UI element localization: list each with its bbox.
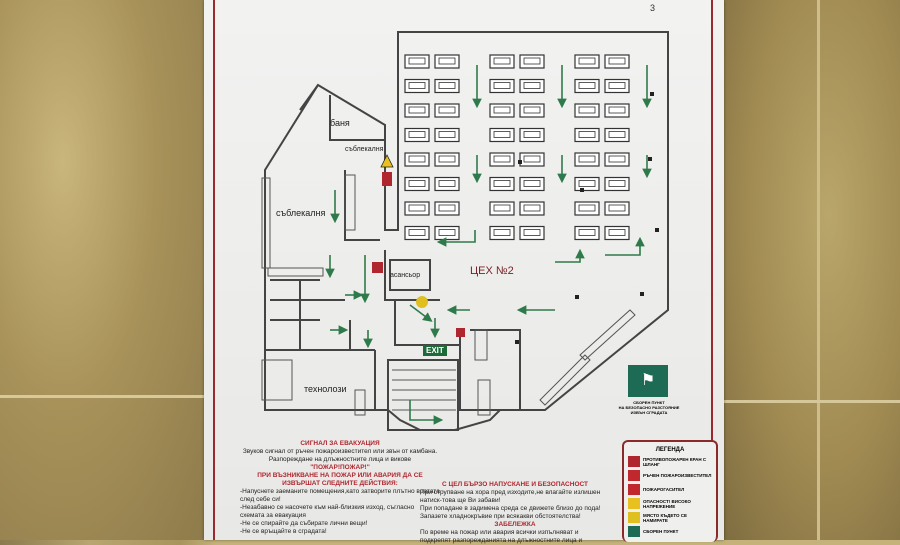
desk <box>574 78 600 94</box>
legend-swatch-icon <box>628 512 640 523</box>
legend-label: ПОЖАРОГАСИТЕЛ <box>643 487 685 492</box>
exit-sign: EXIT <box>423 345 447 356</box>
room-changing-2: съблекалня <box>276 208 326 218</box>
legend-label: РЪЧЕН ПОЖАРОИЗВЕСТИТЕЛ <box>643 473 712 478</box>
stone-wall-left <box>0 0 210 540</box>
desk <box>519 103 545 118</box>
legend-label: ПРОТИВОПОЖАРЕН КРАН С ШЛАНГ <box>643 456 707 467</box>
desk <box>574 176 600 192</box>
legend-swatch-icon <box>628 498 640 509</box>
desk <box>604 127 630 143</box>
desk <box>519 225 545 241</box>
desk <box>574 54 600 69</box>
legend-item: МЯСТО КЪДЕТО СЕ НАМИРАТЕ <box>628 512 712 523</box>
you-are-here-icon <box>416 296 428 308</box>
stone-wall-right <box>722 0 900 540</box>
desk <box>519 152 545 167</box>
desk <box>604 201 630 216</box>
desk <box>519 201 545 216</box>
desk <box>604 176 630 192</box>
room-changing-1: съблекалня <box>345 146 384 153</box>
compass-label: 3 <box>650 3 656 13</box>
room-bathroom: баня <box>330 118 350 128</box>
evacuation-arrow <box>409 304 433 322</box>
desk <box>519 127 545 143</box>
legend-swatch-icon <box>628 456 640 467</box>
desk <box>574 152 600 167</box>
evacuation-arrow <box>436 230 476 247</box>
evacuation-arrow <box>605 236 645 256</box>
evacuation-arrow <box>409 400 444 425</box>
evacuation-arrows <box>325 65 652 425</box>
legend-label: ОПАСНОСТ! ВИСОКО НАПРЕЖЕНИЕ <box>643 498 691 509</box>
desk <box>604 225 630 241</box>
desk <box>574 103 600 118</box>
desk <box>604 103 630 118</box>
room-workshop: ЦЕХ №2 <box>470 265 514 277</box>
legend-item: РЪЧЕН ПОЖАРОИЗВЕСТИТЕЛ <box>628 470 712 481</box>
legend-label: СБОРЕН ПУНКТ <box>643 529 679 534</box>
signal-section: СИГНАЛ ЗА ЕВАКУАЦИЯ Звуков сигнал от ръч… <box>240 440 440 535</box>
desk <box>574 225 600 241</box>
legend-swatch-icon <box>628 484 640 495</box>
markers <box>515 92 659 344</box>
legend-item: СБОРЕН ПУНКТ <box>628 526 712 537</box>
legend-item: ПОЖАРОГАСИТЕЛ <box>628 484 712 495</box>
desk-grid <box>404 54 630 241</box>
room-technologists: технолози <box>304 384 347 394</box>
desk <box>604 78 630 94</box>
evacuation-arrow <box>555 248 585 263</box>
legend-swatch-icon <box>628 526 640 537</box>
desk <box>574 127 600 143</box>
desk <box>604 54 630 69</box>
desk <box>519 176 545 192</box>
fire-hose-icon <box>456 328 465 337</box>
desk <box>604 152 630 167</box>
legend-label: МЯСТО КЪДЕТО СЕ НАМИРАТЕ <box>643 512 688 523</box>
fire-extinguisher-icon <box>382 172 392 186</box>
legend-item: ПРОТИВОПОЖАРЕН КРАН С ШЛАНГ <box>628 456 712 467</box>
desk <box>574 201 600 216</box>
safety-section: С ЦЕЛ БЪРЗО НАПУСКАНЕ И БЕЗОПАСНОСТ При … <box>420 481 601 544</box>
high-voltage-icon <box>380 154 394 168</box>
fire-alarm-icon <box>372 262 383 273</box>
room-elevator: асансьор <box>390 272 421 279</box>
legend-swatch-icon <box>628 470 640 481</box>
desk <box>519 54 545 69</box>
assembly-point-icon: ⚑ <box>628 365 668 397</box>
desk <box>519 78 545 94</box>
legend-item: ОПАСНОСТ! ВИСОКО НАПРЕЖЕНИЕ <box>628 498 712 509</box>
